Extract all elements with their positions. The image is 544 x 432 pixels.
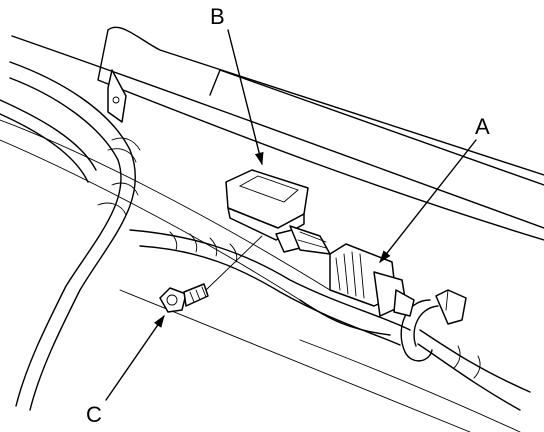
bolt-c: [159, 283, 209, 313]
callout-label-a: A: [475, 114, 490, 139]
callout-label-b: B: [210, 4, 225, 29]
leader-arrow-a: [379, 139, 477, 263]
bolt-alignment-line: [205, 235, 263, 291]
mounting-tab: [107, 69, 127, 123]
leader-arrow-b: [227, 29, 264, 166]
wire-harness: [0, 61, 531, 411]
body-panel: [0, 26, 544, 432]
leader-arrow-c: [105, 314, 165, 401]
harness-clip: [400, 289, 467, 362]
callout-label-c: C: [86, 402, 102, 427]
sensor-b: [225, 169, 331, 255]
connector-a: [329, 243, 415, 317]
